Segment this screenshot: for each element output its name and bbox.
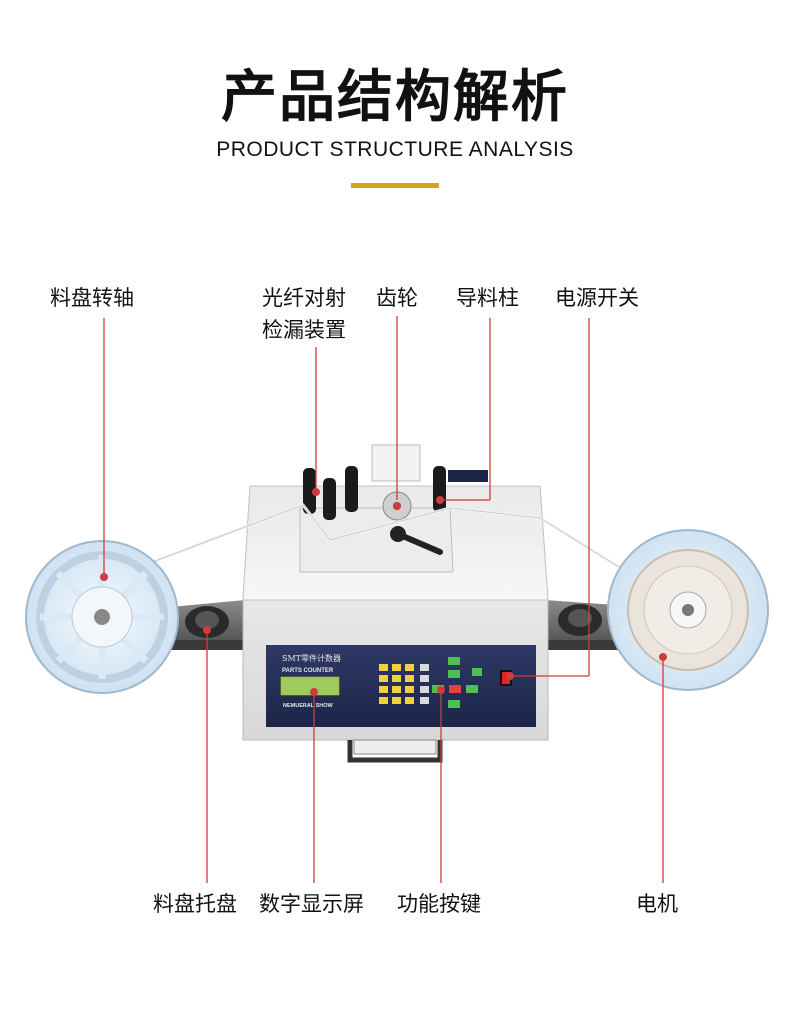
label-fiber-sensor-line1: 光纤对射 [262,286,346,310]
right-reel [607,529,769,691]
label-motor: 电机 [636,892,678,916]
page-subtitle: PRODUCT STRUCTURE ANALYSIS [216,138,574,161]
numeric-keypad[interactable] [379,664,429,704]
lcd-screen [279,675,341,697]
title-accent-bar [351,183,439,188]
page-title: 产品结构解析 [221,65,569,130]
control-panel: SMT零件计数器 PARTS COUNTER NEMUERAL SHOW [266,645,536,727]
label-reel-shaft: 料盘转轴 [50,286,134,310]
carry-handle [347,739,443,763]
top-counter-display [448,470,488,482]
label-function-keys: 功能按键 [397,892,481,916]
callout-lines [103,316,664,883]
label-gear: 齿轮 [376,286,418,310]
label-power-switch: 电源开关 [555,286,639,310]
top-plate [299,444,488,573]
motor-right [558,604,602,636]
label-fiber-sensor-line2: 检漏装置 [262,318,346,342]
label-reel-tray: 料盘托盘 [153,892,237,916]
panel-subtitle: PARTS COUNTER [282,668,334,674]
display-caption: NEMUERAL SHOW [283,703,334,709]
reel-tray-motor-left [185,606,229,638]
crank-handle[interactable] [390,526,443,555]
panel-title: SMT零件计数器 [282,653,341,663]
left-reel [25,540,179,694]
label-digital-display: 数字显示屏 [259,892,364,916]
callout-dots [100,488,667,696]
gauge-box [371,444,421,482]
label-guide-post: 导料柱 [456,286,519,310]
